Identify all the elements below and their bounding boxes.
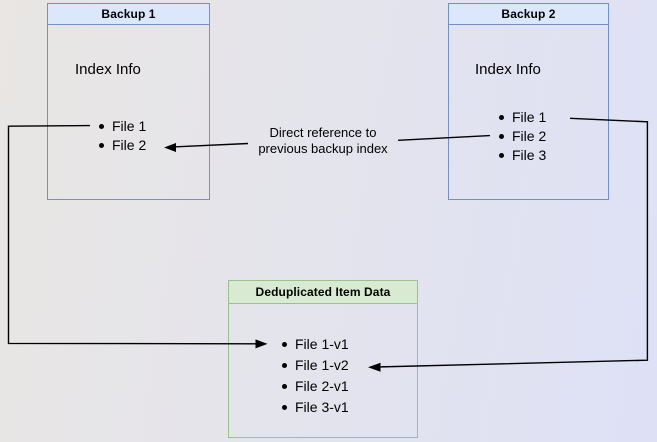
annotation-direct-reference: Direct reference to previous backup inde… <box>217 125 429 157</box>
node-backup2-title: Backup 2 <box>449 4 608 25</box>
backup2-file-item: File 3 <box>498 146 546 165</box>
dedup-file-item: File 1-v1 <box>281 334 349 355</box>
node-dedup-item-data: Deduplicated Item Data <box>228 280 418 438</box>
node-backup1-title: Backup 1 <box>48 4 209 25</box>
dedup-file-item: File 3-v1 <box>281 397 349 418</box>
backup2-index-info-label: Index Info <box>475 61 541 78</box>
node-backup1: Backup 1 <box>47 3 210 200</box>
annotation-line2: previous backup index <box>258 141 388 156</box>
dedup-file-list: File 1-v1 File 1-v2 File 2-v1 File 3-v1 <box>281 334 349 418</box>
backup1-file-item: File 2 <box>98 136 146 155</box>
node-backup2: Backup 2 <box>448 3 609 200</box>
annotation-line1: Direct reference to <box>269 125 377 140</box>
node-dedup-title: Deduplicated Item Data <box>229 281 417 304</box>
dedup-file-item: File 2-v1 <box>281 376 349 397</box>
backup2-file-item: File 2 <box>498 127 546 146</box>
backup1-file-list: File 1 File 2 <box>98 117 146 155</box>
backup1-index-info-label: Index Info <box>75 61 141 78</box>
backup2-file-item: File 1 <box>498 108 546 127</box>
backup1-file-item: File 1 <box>98 117 146 136</box>
backup2-file-list: File 1 File 2 File 3 <box>498 108 546 165</box>
dedup-file-item: File 1-v2 <box>281 355 349 376</box>
